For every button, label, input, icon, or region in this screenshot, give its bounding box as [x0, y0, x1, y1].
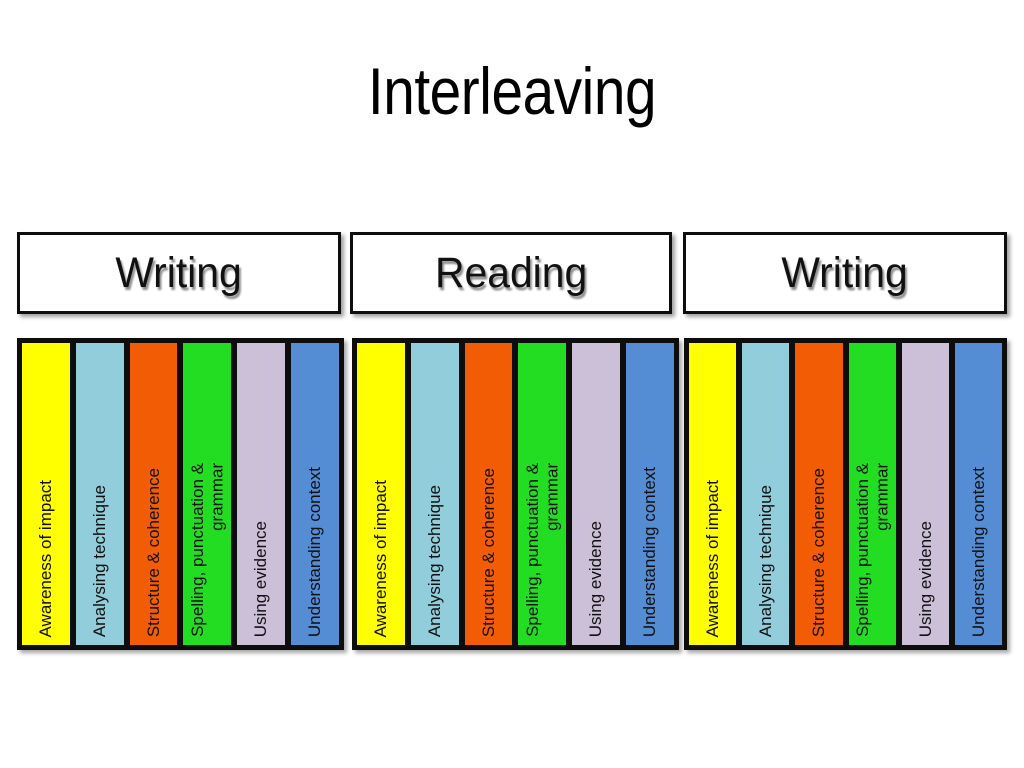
criterion-label-wrap: Understanding context — [955, 343, 1002, 645]
criterion-label-wrap: Analysing technique — [411, 343, 459, 645]
criterion-label-wrap: Structure & coherence — [465, 343, 513, 645]
criterion-label-wrap: Spelling, punctuation &grammar — [183, 343, 231, 645]
criterion-label: Understanding context — [305, 466, 325, 637]
criterion-column[interactable]: Using evidence — [235, 341, 288, 647]
criterion-column[interactable]: Awareness of impact — [355, 341, 407, 647]
header-box-2[interactable]: Reading — [350, 232, 672, 314]
criterion-label-line2: grammar — [872, 463, 892, 532]
criterion-column[interactable]: Spelling, punctuation &grammar — [846, 341, 898, 647]
criterion-column[interactable]: Awareness of impact — [20, 341, 72, 647]
criterion-label-wrap: Structure & coherence — [795, 343, 842, 645]
criterion-label-wrap: Analysing technique — [742, 343, 789, 645]
criterion-label-line1: Spelling, punctuation & — [852, 463, 872, 637]
criterion-label-line2: grammar — [542, 463, 562, 532]
criterion-label: Structure & coherence — [143, 467, 163, 637]
criterion-column[interactable]: Analysing technique — [740, 341, 792, 647]
criterion-label-wrap: Using evidence — [237, 343, 285, 645]
criterion-column[interactable]: Using evidence — [899, 341, 951, 647]
criterion-label-line1: Spelling, punctuation & — [187, 463, 207, 637]
criterion-label: Analysing technique — [755, 484, 775, 637]
criterion-label: Awareness of impact — [36, 479, 56, 637]
column-group-3: Awareness of impact Analysing technique St… — [684, 338, 1007, 650]
criterion-label-wrap: Structure & coherence — [130, 343, 178, 645]
criterion-label-wrap: Understanding context — [626, 343, 674, 645]
criterion-label: Structure & coherence — [478, 467, 498, 637]
column-group-1: Awareness of impact Analysing technique St… — [17, 338, 344, 650]
criterion-column[interactable]: Structure & coherence — [127, 341, 180, 647]
criterion-label-wrap: Awareness of impact — [689, 343, 736, 645]
criterion-label: Analysing technique — [424, 484, 444, 637]
criterion-column[interactable]: Awareness of impact — [687, 341, 739, 647]
criterion-label: Spelling, punctuation &grammar — [188, 453, 227, 645]
criterion-label: Understanding context — [968, 466, 988, 637]
criterion-label-line1: Spelling, punctuation & — [522, 463, 542, 637]
criterion-label-wrap: Using evidence — [572, 343, 620, 645]
criterion-label-wrap: Spelling, punctuation &grammar — [518, 343, 566, 645]
criterion-label: Awareness of impact — [371, 479, 391, 637]
criterion-column[interactable]: Analysing technique — [408, 341, 461, 647]
criterion-column[interactable]: Structure & coherence — [462, 341, 515, 647]
criterion-label: Spelling, punctuation &grammar — [523, 453, 562, 645]
criterion-label-wrap: Awareness of impact — [357, 343, 405, 645]
criterion-label-line2: grammar — [207, 463, 227, 532]
criterion-column[interactable]: Using evidence — [570, 341, 623, 647]
criterion-label-wrap: Awareness of impact — [22, 343, 70, 645]
criterion-column[interactable]: Spelling, punctuation &grammar — [181, 341, 234, 647]
criterion-label-wrap: Using evidence — [902, 343, 949, 645]
criterion-label: Using evidence — [915, 520, 935, 637]
page-title: Interleaving — [367, 54, 657, 128]
criterion-column[interactable]: Understanding context — [952, 341, 1005, 647]
criterion-column[interactable]: Understanding context — [289, 341, 341, 647]
column-groups-row: Awareness of impact Analysing technique St… — [17, 338, 1007, 650]
criterion-column[interactable]: Spelling, punctuation &grammar — [516, 341, 569, 647]
criterion-label: Using evidence — [251, 520, 271, 637]
criterion-label-wrap: Understanding context — [291, 343, 339, 645]
header-box-3[interactable]: Writing — [683, 232, 1007, 314]
criterion-label-wrap: Spelling, punctuation &grammar — [849, 343, 896, 645]
criterion-label: Awareness of impact — [702, 479, 722, 637]
criterion-label: Structure & coherence — [809, 467, 829, 637]
criterion-column[interactable]: Understanding context — [624, 341, 676, 647]
column-group-2: Awareness of impact Analysing technique St… — [352, 338, 679, 650]
criterion-column[interactable]: Analysing technique — [73, 341, 126, 647]
header-box-1[interactable]: Writing — [17, 232, 341, 314]
criterion-label-wrap: Analysing technique — [76, 343, 124, 645]
header-label-2: Reading — [434, 248, 588, 297]
header-boxes-row: Writing Reading Writing — [17, 232, 1007, 314]
header-label-3: Writing — [781, 248, 909, 297]
criterion-label: Analysing technique — [89, 484, 109, 637]
criterion-label: Using evidence — [586, 520, 606, 637]
criterion-column[interactable]: Structure & coherence — [793, 341, 845, 647]
criterion-label: Spelling, punctuation &grammar — [853, 453, 892, 645]
criterion-label: Understanding context — [640, 466, 660, 637]
header-label-1: Writing — [115, 248, 243, 297]
